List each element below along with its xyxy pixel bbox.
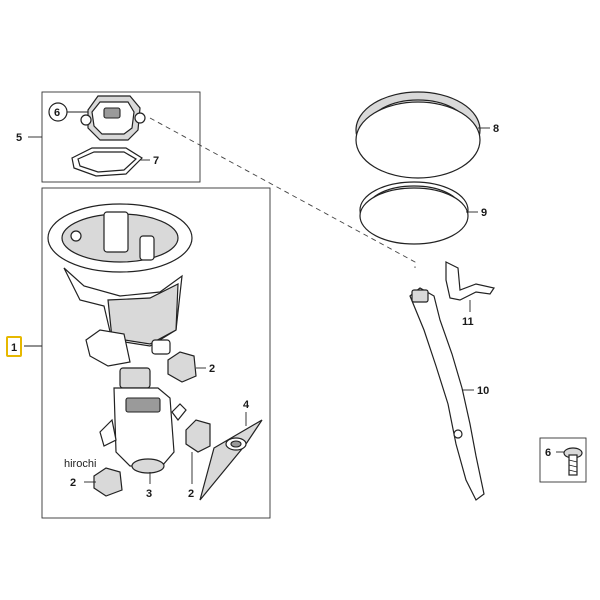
callout-9: 9 (481, 207, 487, 219)
connection-dashed-line (149, 117, 416, 268)
callout-4: 4 (243, 399, 250, 411)
callout-2b: 2 (70, 477, 76, 489)
callout-6a-circle (48, 102, 68, 122)
watermark-text: hirochi (64, 458, 96, 470)
callout-2c: 2 (188, 488, 194, 500)
part-4-filter (199, 419, 263, 501)
part-6-screw (563, 447, 583, 476)
group-box-1 (41, 187, 271, 519)
part-3-fuel-pump (99, 367, 187, 474)
callout-10: 10 (477, 385, 489, 397)
part-11-bracket (445, 261, 495, 301)
callout-5: 5 (16, 132, 22, 144)
callout-6b: 6 (545, 447, 551, 459)
callout-1-highlight (6, 336, 22, 357)
callout-11: 11 (462, 316, 474, 328)
part-9-gasket (359, 181, 469, 245)
part-2-clip-lower (93, 467, 123, 497)
part-2-clip-upper (167, 351, 197, 383)
callout-3: 3 (146, 488, 152, 500)
part-10-level-sensor-arm (409, 287, 485, 501)
part-2-clip-middle (185, 419, 211, 453)
group-box-screw (539, 437, 587, 483)
callout-1: 1 (11, 342, 17, 354)
part-1-pump-housing (47, 203, 193, 367)
callout-7: 7 (153, 155, 159, 167)
part-8-locking-ring (355, 91, 481, 179)
callout-6a: 6 (54, 107, 60, 119)
part-6-flange-cover (80, 95, 146, 141)
callout-8: 8 (493, 123, 499, 135)
callout-2a: 2 (209, 363, 215, 375)
